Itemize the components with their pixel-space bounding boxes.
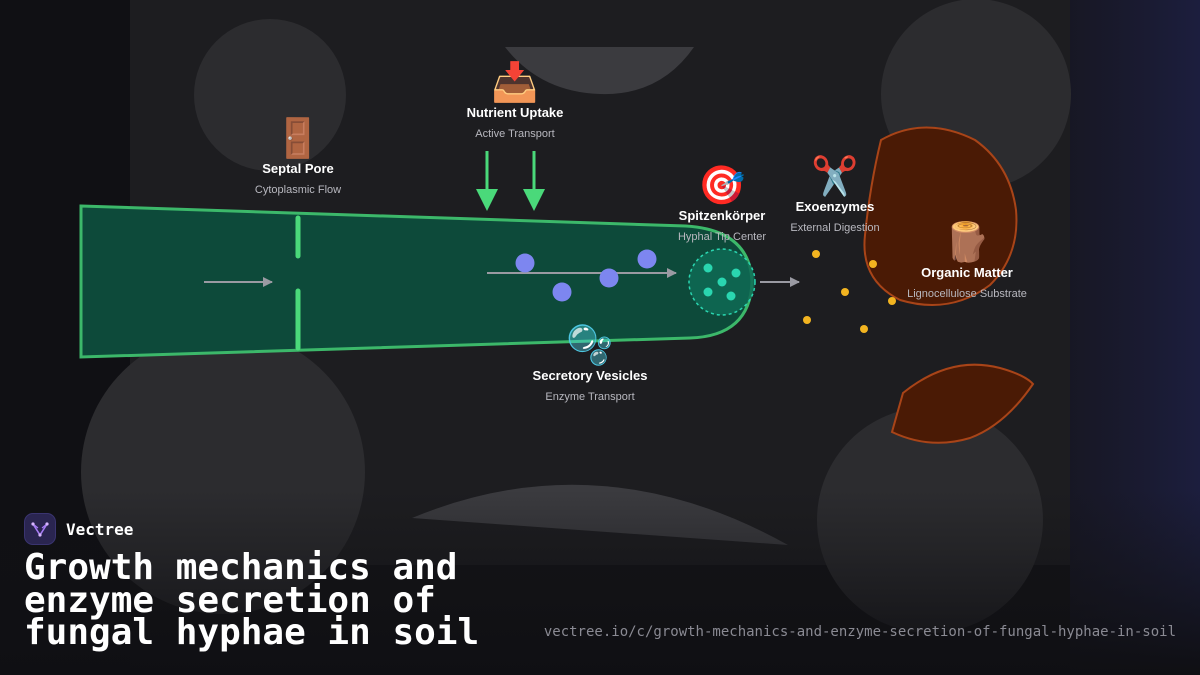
door-icon: 🚪: [274, 116, 322, 160]
spitzenkorper-body: [688, 248, 756, 316]
secretory-vesicles-title: Secretory Vesicles: [532, 368, 648, 383]
organic-matter-chunk: [863, 126, 1018, 306]
exoenzymes-label: ✂️ Exoenzymes External Digestion: [790, 154, 879, 236]
septal-pore-label: 🚪 Septal Pore Cytoplasmic Flow: [255, 116, 341, 198]
exoenzyme-particle: [869, 260, 877, 268]
organic-matter-subtitle: Lignocellulose Substrate: [907, 288, 1027, 300]
secretory-vesicle: [552, 282, 572, 302]
nutrient-uptake-arrow: [476, 151, 498, 211]
exoenzymes-title: Exoenzymes: [795, 199, 875, 214]
vectree-logo-icon: [24, 513, 56, 545]
scissors-icon: ✂️: [811, 154, 859, 198]
exoenzymes-subtitle: External Digestion: [790, 222, 880, 234]
exoenzyme-particle: [860, 325, 868, 333]
target-icon: 🎯: [698, 163, 746, 207]
inbox-tray-icon: 📥: [491, 60, 539, 104]
page-url[interactable]: vectree.io/c/growth-mechanics-and-enzyme…: [543, 624, 1176, 640]
spitzenkorper-label: 🎯 Spitzenkörper Hyphal Tip Center: [678, 163, 766, 245]
nutrient-uptake-subtitle: Active Transport: [475, 128, 555, 140]
secretory-vesicle: [637, 249, 657, 269]
secretory-vesicle: [599, 268, 619, 288]
hypha-body: [79, 204, 754, 359]
wood-log-icon: 🪵: [943, 220, 991, 264]
soil-particle: [505, 47, 694, 95]
exoenzyme-particle: [803, 316, 811, 324]
exoenzyme-particle: [812, 250, 820, 258]
soil-particle: [194, 19, 346, 171]
organic-matter-title: Organic Matter: [921, 265, 1013, 280]
secretory-vesicle: [515, 253, 535, 273]
septal-pore-title: Septal Pore: [262, 161, 334, 176]
septal-pore-subtitle: Cytoplasmic Flow: [254, 184, 342, 196]
organic-matter-chunk: [890, 363, 1035, 444]
exoenzyme-particle: [888, 297, 896, 305]
secretory-vesicles-subtitle: Enzyme Transport: [545, 391, 635, 403]
nutrient-uptake-title: Nutrient Uptake: [466, 105, 564, 120]
organic-matter-label: 🪵 Organic Matter Lignocellulose Substrat…: [907, 220, 1027, 302]
spitzenkorper-title: Spitzenkörper: [678, 208, 766, 223]
bottom-fade: [0, 490, 1200, 675]
brand[interactable]: Vectree: [24, 512, 133, 546]
page-title: Growth mechanics and enzyme secretion of…: [24, 547, 480, 653]
nutrient-uptake-label: 📥 Nutrient Uptake Active Transport: [467, 60, 564, 142]
brand-name: Vectree: [66, 519, 134, 539]
bubbles-icon: 🫧: [566, 323, 614, 367]
exoenzyme-particle: [841, 288, 849, 296]
spitzenkorper-subtitle: Hyphal Tip Center: [677, 231, 767, 243]
secretory-vesicles-label: 🫧 Secretory Vesicles Enzyme Transport: [533, 323, 648, 405]
nutrient-uptake-arrow: [523, 151, 545, 211]
